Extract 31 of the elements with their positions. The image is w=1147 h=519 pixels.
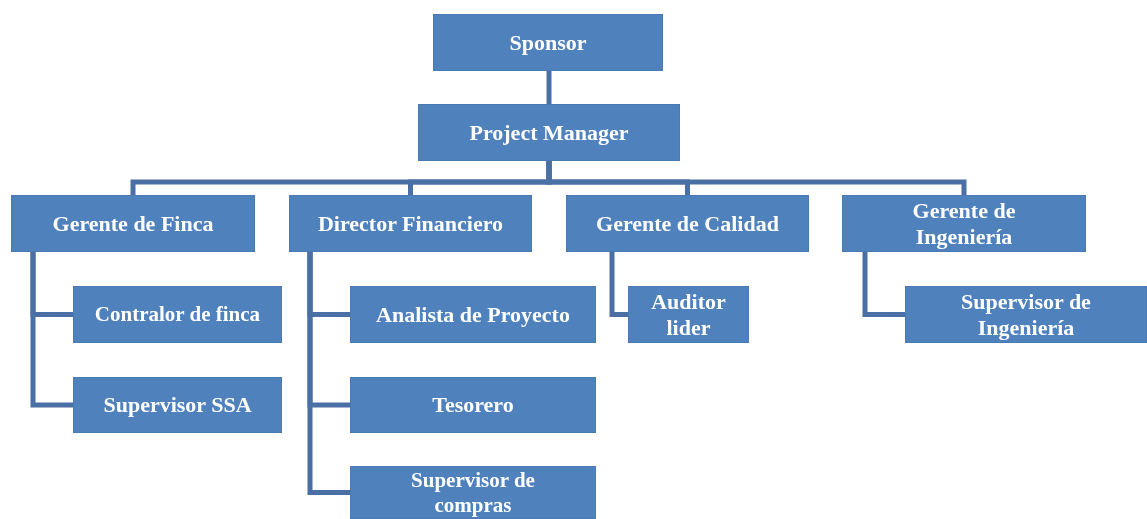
org-box xyxy=(350,286,596,343)
role-title: Supervisor de compras xyxy=(410,468,536,517)
role-title: Supervisor de Ingeniería xyxy=(960,289,1092,340)
role-title: Gerente de Ingeniería xyxy=(911,198,1017,249)
org-box xyxy=(289,195,532,252)
role-title: Supervisor SSA xyxy=(103,392,252,418)
connector-line xyxy=(862,252,905,317)
role-title: Director Financiero xyxy=(317,210,504,237)
connector-line xyxy=(609,252,628,317)
org-box xyxy=(11,195,255,252)
connector-line xyxy=(307,252,350,495)
org-box xyxy=(73,377,282,433)
org-box xyxy=(433,14,663,71)
role-title: Tesorero xyxy=(432,392,514,418)
org-box xyxy=(350,377,596,433)
role-title: Gerente de Finca xyxy=(52,210,214,237)
role-title: Contralor de finca xyxy=(94,302,261,327)
org-box xyxy=(905,286,1147,343)
role-title: Project Manager xyxy=(469,119,629,146)
org-box xyxy=(73,286,282,343)
role-title: Gerente de Calidad xyxy=(596,210,779,237)
connector-line xyxy=(30,252,73,408)
connector-line xyxy=(546,161,967,195)
role-title: Auditor lider xyxy=(650,289,727,340)
org-box xyxy=(842,195,1086,252)
org-box xyxy=(418,104,680,161)
role-title: Sponsor xyxy=(509,29,587,56)
org-box xyxy=(628,286,749,343)
role-title: Analista de Proyecto xyxy=(376,301,570,328)
org-box xyxy=(566,195,809,252)
org-box xyxy=(350,466,596,519)
